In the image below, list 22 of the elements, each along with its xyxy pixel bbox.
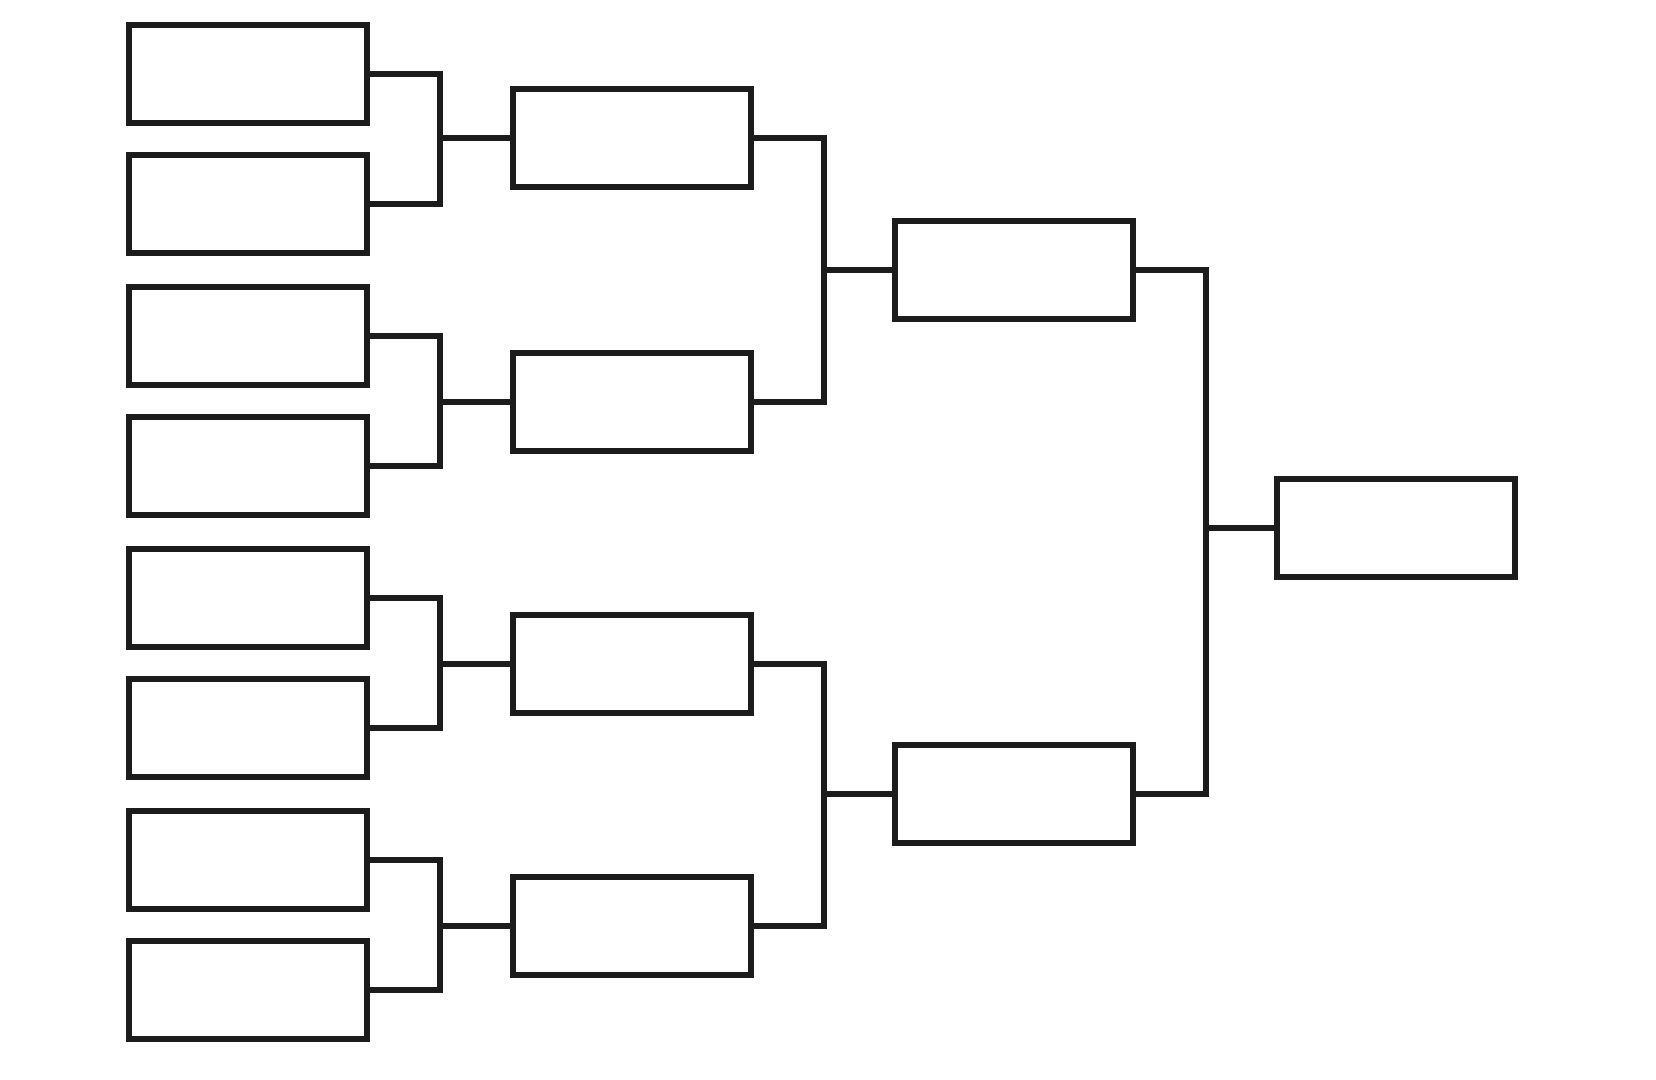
bracket-slot [126,676,370,780]
bracket-slot [126,938,370,1042]
bracket-slot [892,742,1136,846]
bracket-slot [126,152,370,256]
bracket-slot [892,218,1136,322]
bracket-slot [510,350,754,454]
bracket-line [367,661,513,731]
bracket-slot [126,284,370,388]
bracket-slot [510,612,754,716]
bracket-slot [510,86,754,190]
bracket-slot [126,22,370,126]
bracket-line [367,923,513,993]
bracket-slot [1274,476,1518,580]
bracket-slot [126,414,370,518]
bracket-line [751,267,895,405]
bracket-slot [126,808,370,912]
bracket-slot [510,874,754,978]
bracket-line [367,135,513,207]
bracket-line [751,791,895,929]
bracket-line [367,399,513,469]
bracket-slot [126,546,370,650]
bracket-line [1133,525,1277,797]
